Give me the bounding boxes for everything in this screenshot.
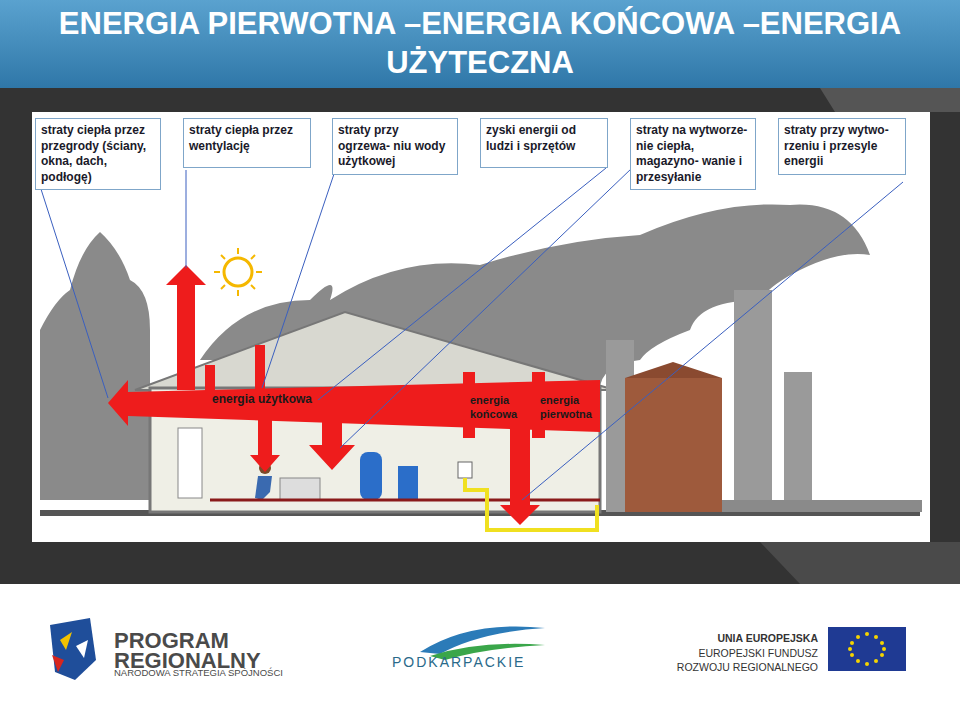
- meter: [458, 462, 472, 478]
- supply-line: [465, 478, 597, 530]
- callout-box: straty przy wytwo- rzeniu i przesyle ene…: [778, 118, 906, 175]
- tree-silhouette: [40, 232, 150, 500]
- eu-stars: [848, 632, 886, 666]
- band-wedge: [760, 542, 960, 584]
- arrow-label: energia pierwotna: [540, 394, 598, 422]
- power-plant-roof: [625, 362, 722, 378]
- logo-star: [76, 640, 88, 658]
- arrow-label: energia końcowa: [470, 394, 528, 422]
- sun: [224, 258, 252, 286]
- boiler: [360, 452, 382, 500]
- person-body: [255, 476, 272, 500]
- callout-box: straty ciepła przez przegrody (ściany, o…: [35, 118, 161, 190]
- logo-text: ROZWOJU REGIONALNEGO: [677, 661, 818, 673]
- pipe: [722, 500, 922, 512]
- side-band: [0, 112, 32, 542]
- radiator: [280, 478, 320, 500]
- callout-text: straty przy wytwo- rzeniu i przesyle ene…: [784, 123, 900, 170]
- power-plant: [625, 378, 722, 512]
- fridge: [178, 428, 202, 498]
- callout-text: straty na wytworze- nie ciepła, magazyno…: [636, 123, 750, 185]
- callout-box: straty przy ogrzewa- niu wody użytkowej: [332, 118, 458, 175]
- arrow-label: energia użytkowa: [212, 393, 322, 407]
- leader-lines: [40, 168, 903, 500]
- callout-text: straty ciepła przez wentylację: [189, 123, 305, 154]
- logo-text: UNIA EUROPEJSKA: [717, 632, 818, 644]
- chimney: [784, 372, 812, 512]
- energy-arrows: [108, 265, 600, 525]
- eu-flag: [828, 627, 906, 671]
- title: ENERGIA PIERWOTNA –ENERGIA KOŃCOWA –ENER…: [40, 4, 920, 82]
- dark-band: [0, 88, 960, 112]
- logo-text: PODKARPACKIE: [392, 654, 525, 670]
- logo-star: [52, 655, 64, 672]
- callout-text: straty ciepła przez przegrody (ściany, o…: [41, 123, 155, 185]
- callout-box: zyski energii od ludzi i sprzętów: [480, 118, 608, 168]
- heating-pipe: [210, 499, 600, 502]
- sun-rays: [214, 248, 262, 296]
- callout-box: straty na wytworze- nie ciepła, magazyno…: [630, 118, 756, 190]
- tank: [398, 466, 418, 500]
- band-wedge: [820, 88, 960, 112]
- logo-flag: [50, 618, 96, 680]
- callout-box: straty ciepła przez wentylację: [183, 118, 311, 168]
- callout-text: straty przy ogrzewa- niu wody użytkowej: [338, 123, 452, 170]
- chimney: [734, 290, 772, 512]
- dark-band: [0, 542, 960, 584]
- title-bar: [0, 0, 960, 88]
- callout-text: zyski energii od ludzi i sprzętów: [486, 123, 602, 154]
- logo-text: EUROPEJSKI FUNDUSZ: [698, 647, 818, 659]
- logo-star: [60, 632, 72, 650]
- logo-text: NARODOWA STRATEGIA SPÓJNOŚCI: [114, 668, 283, 679]
- side-band: [930, 112, 960, 542]
